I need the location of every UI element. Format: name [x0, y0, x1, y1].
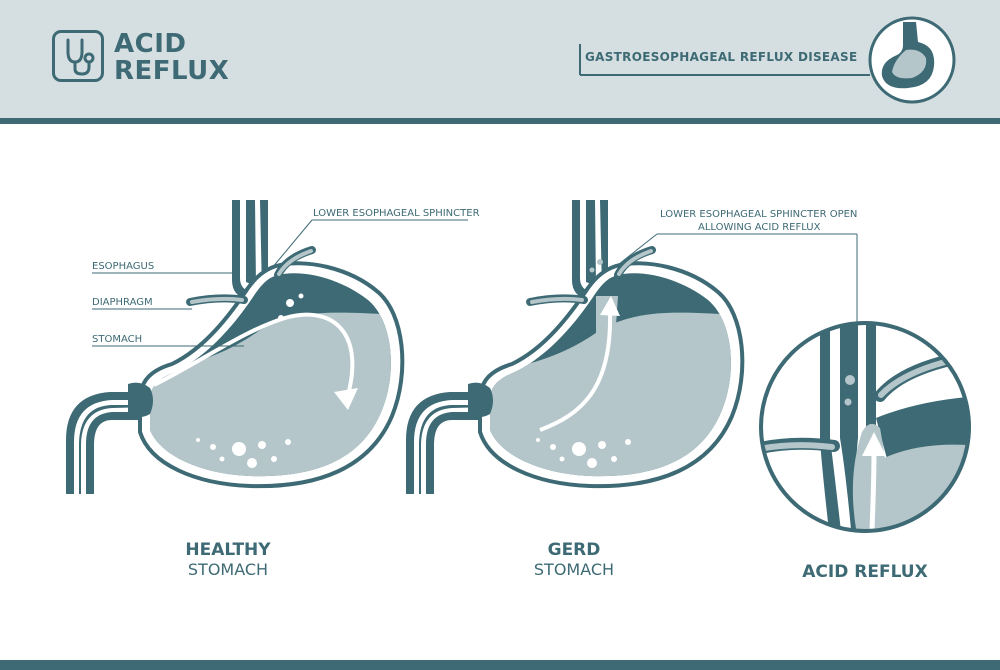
label-les-open-line-2: ALLOWING ACID REFLUX	[698, 222, 821, 233]
header-band	[0, 0, 1000, 118]
header-divider	[0, 118, 1000, 124]
label-les-open-line-1: LOWER ESOPHAGEAL SPHINCTER OPEN	[660, 209, 857, 220]
stethoscope-icon	[66, 38, 95, 76]
page-subtitle: GASTROESOPHAGEAL REFLUX DISEASE	[585, 50, 858, 64]
label-lower-esophageal-sphincter: LOWER ESOPHAGEAL SPHINCTER	[313, 208, 480, 219]
caption-gerd: GERD STOMACH	[514, 540, 634, 579]
label-stomach: STOMACH	[92, 334, 142, 345]
acid-reflux-zoom-illustration	[759, 321, 971, 533]
caption-healthy: HEALTHY STOMACH	[168, 540, 288, 579]
healthy-stomach-illustration	[66, 200, 405, 494]
label-esophagus: ESOPHAGUS	[92, 261, 154, 272]
caption-gerd-title: GERD	[547, 540, 601, 560]
caption-acid-reflux: ACID REFLUX	[802, 562, 928, 582]
page-title: ACID REFLUX	[114, 31, 229, 85]
title-line-2: REFLUX	[114, 56, 230, 86]
stomach-icon	[579, 16, 956, 104]
caption-gerd-subtitle: STOMACH	[533, 560, 615, 579]
gerd-stomach-illustration	[406, 200, 745, 494]
logo-box	[52, 30, 104, 82]
caption-healthy-subtitle: STOMACH	[187, 560, 269, 579]
footer-divider	[0, 660, 1000, 670]
label-diaphragm: DIAPHRAGM	[92, 297, 153, 308]
title-line-1: ACID	[114, 29, 187, 59]
caption-healthy-title: HEALTHY	[185, 540, 271, 560]
